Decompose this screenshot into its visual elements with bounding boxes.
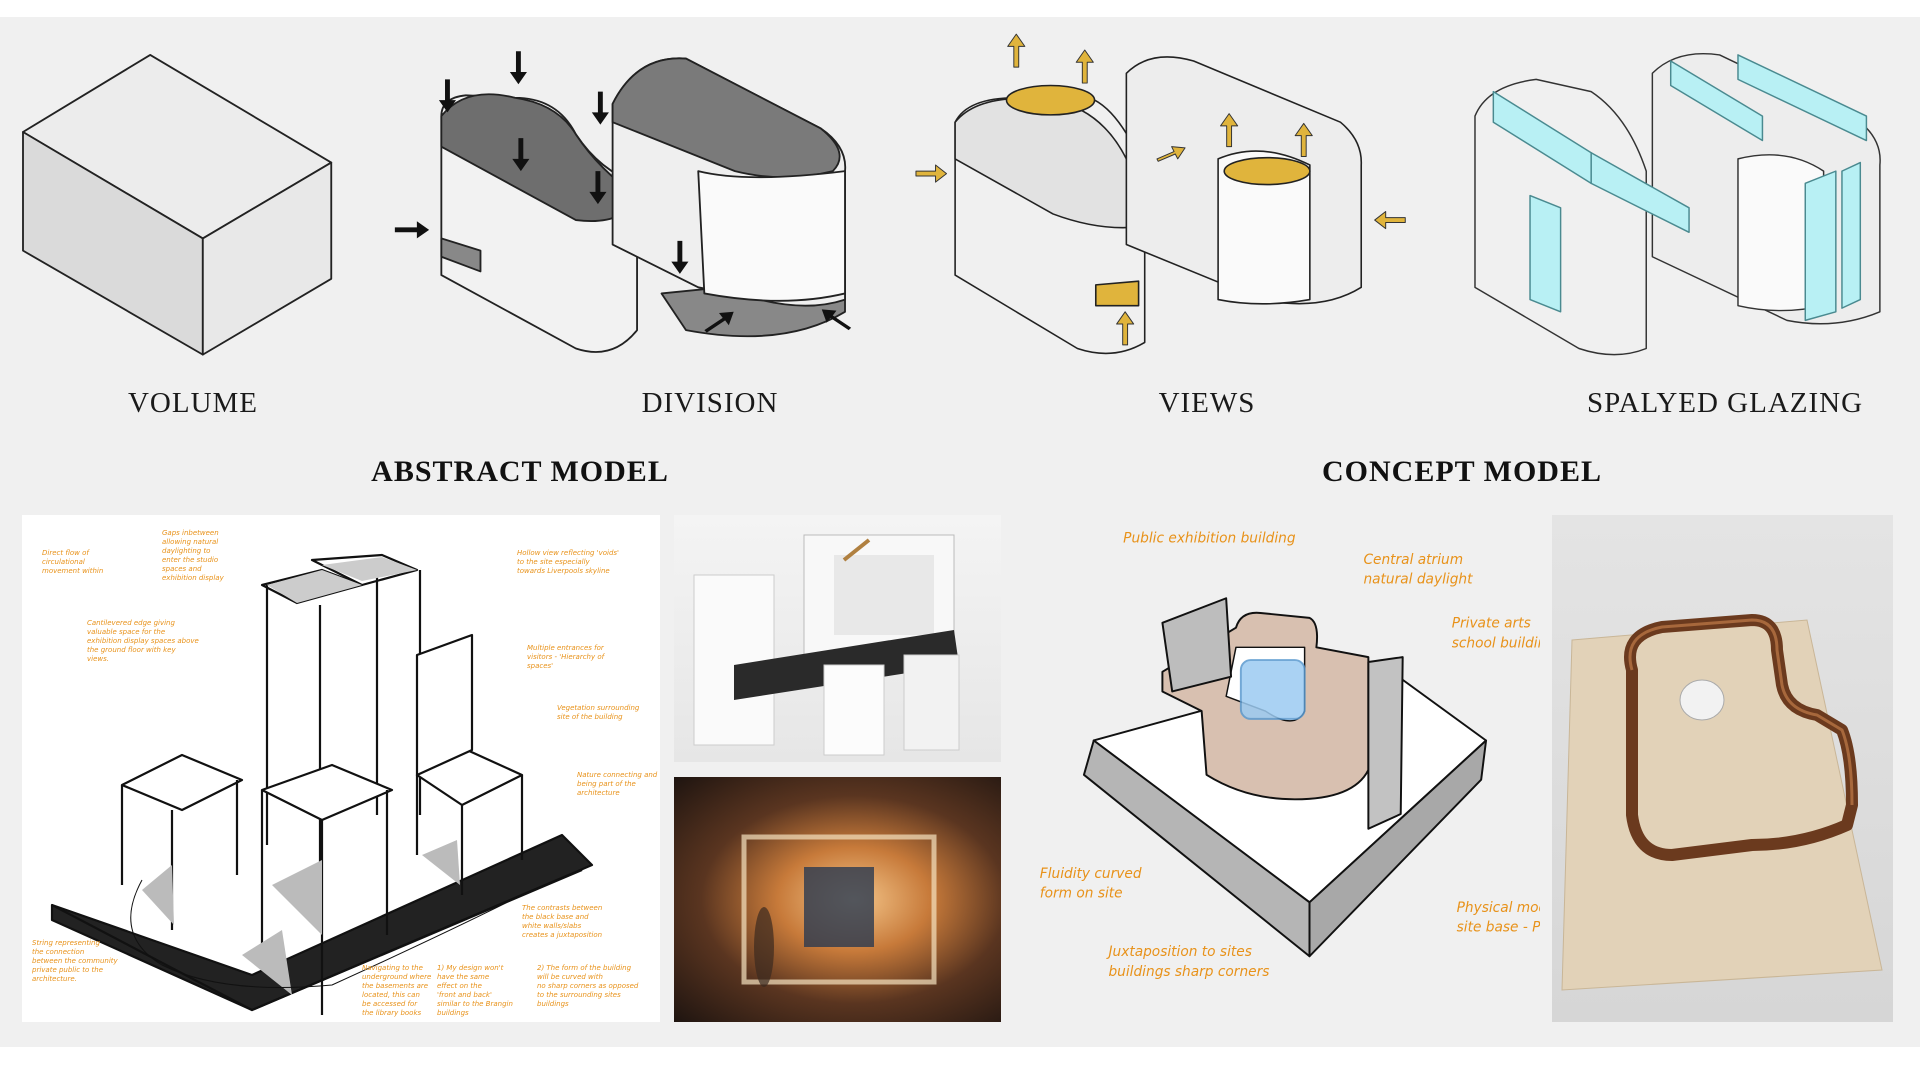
label-views: VIEWS [1158,387,1256,419]
label-division: DIVISION [641,387,779,419]
annotation-text: located, this can [362,991,420,999]
annotation-text: Physical model [1457,900,1540,916]
annotation-text: to the site especially [517,558,591,566]
annotation-text: white walls/slabs [522,922,582,930]
annotation-text: exhibition display spaces above [87,637,199,645]
label-volume: VOLUME [127,387,259,419]
views-diagram [915,33,1406,355]
annotation-text: to the surrounding sites [537,991,621,999]
volume-diagram [22,54,333,356]
annotation-text: Vegetation surrounding [557,704,640,712]
heading-abstract-model: ABSTRACT MODEL [371,455,669,488]
annotation-text: form on site [1040,885,1123,901]
annotation-text: creates a juxtaposition [522,931,602,939]
sketch-cubes [120,553,524,1015]
annotation-text: circulational [42,558,85,566]
model-photo-interior-light [674,777,1001,1022]
annotation-text: the basements are [362,982,428,990]
physical-model-photo [1552,515,1893,1022]
view-arrow-icons [915,33,1406,346]
annotation-text: no sharp corners as opposed [537,982,639,990]
annotation-text: the ground floor with key [87,646,176,654]
annotation-text: Hollow view reflecting 'voids' [517,549,619,557]
annotation-text: Navigating to the [362,964,423,972]
massing-diagrams [22,33,1881,356]
division-diagram [394,51,852,353]
atrium-cylinder [1679,679,1725,721]
annotation-text: spaces' [527,662,553,670]
annotation-text: Juxtaposition to sites [1105,944,1251,960]
annotation-text: Gaps inbetween [162,529,219,537]
annotation-text: the black base and [522,913,589,921]
shaded-voids [142,557,460,995]
annotation-text: visitors - 'Hierarchy of [527,653,606,661]
annotation-text: private public to the [31,966,103,974]
annotation-text: String representing [32,939,100,947]
annotation-text: natural daylight [1363,572,1473,588]
annotation-text: site of the building [557,713,623,721]
annotation-text: will be curved with [537,973,603,981]
annotation-text: exhibition display [162,574,225,582]
annotation-text: the library books [362,1009,422,1017]
annotation-text: 2) The form of the building [537,964,632,972]
annotation-text: be accessed for [362,1000,418,1008]
annotation-text: Cantilevered edge giving [87,619,175,627]
label-splayed-glazing: SPALYED GLAZING [1586,387,1864,419]
model-photo-exterior [674,515,1001,762]
annotation-text: have the same [437,973,489,981]
annotation-text: architecture [577,789,620,797]
annotation-text: enter the studio [162,556,218,564]
glazing-panels [1492,54,1868,322]
annotation-text: Public exhibition building [1123,530,1296,546]
annotation-text: buildings sharp corners [1108,964,1269,980]
annotation-text: being part of the [577,780,636,788]
annotation-text: Central atrium [1363,552,1463,568]
annotation-text: Direct flow of [42,549,90,557]
annotation-text: views. [87,655,109,663]
annotation-text: Multiple entrances for [527,644,605,652]
annotation-text: the connection [32,948,84,956]
annotation-text: between the community [32,957,119,965]
annotation-text: The contrasts between [522,904,602,912]
annotation-text: Fluidity curved [1040,866,1142,882]
annotation-text: Nature connecting and [577,771,658,779]
arrow-icons [394,51,852,333]
annotation-text: similar to the Brangin [437,1000,513,1008]
annotation-text: towards Liverpools skyline [517,567,610,575]
annotation-text: movement within [42,567,103,575]
annotation-text: valuable space for the [87,628,165,636]
glazing-diagram [1474,52,1881,356]
plywood-base [1561,619,1883,991]
annotation-text: daylighting to [162,547,210,555]
heading-concept-model: CONCEPT MODEL [1322,455,1602,488]
annotation-text: architecture. [32,975,77,983]
annotation-text: effect on the [437,982,482,990]
annotation-text: 'front and back' [437,991,492,999]
annotation-text: 1) My design won't [437,964,504,972]
annotation-text: Private arts [1452,616,1531,632]
annotation-text: underground where [362,973,431,981]
annotation-text: site base - Plywood [1457,920,1540,936]
annotation-text: buildings [537,1000,569,1008]
annotation-text: spaces and [162,565,202,573]
annotation-text: buildings [437,1009,469,1017]
annotation-text: allowing natural [162,538,218,546]
annotation-text: school building [1452,635,1540,651]
